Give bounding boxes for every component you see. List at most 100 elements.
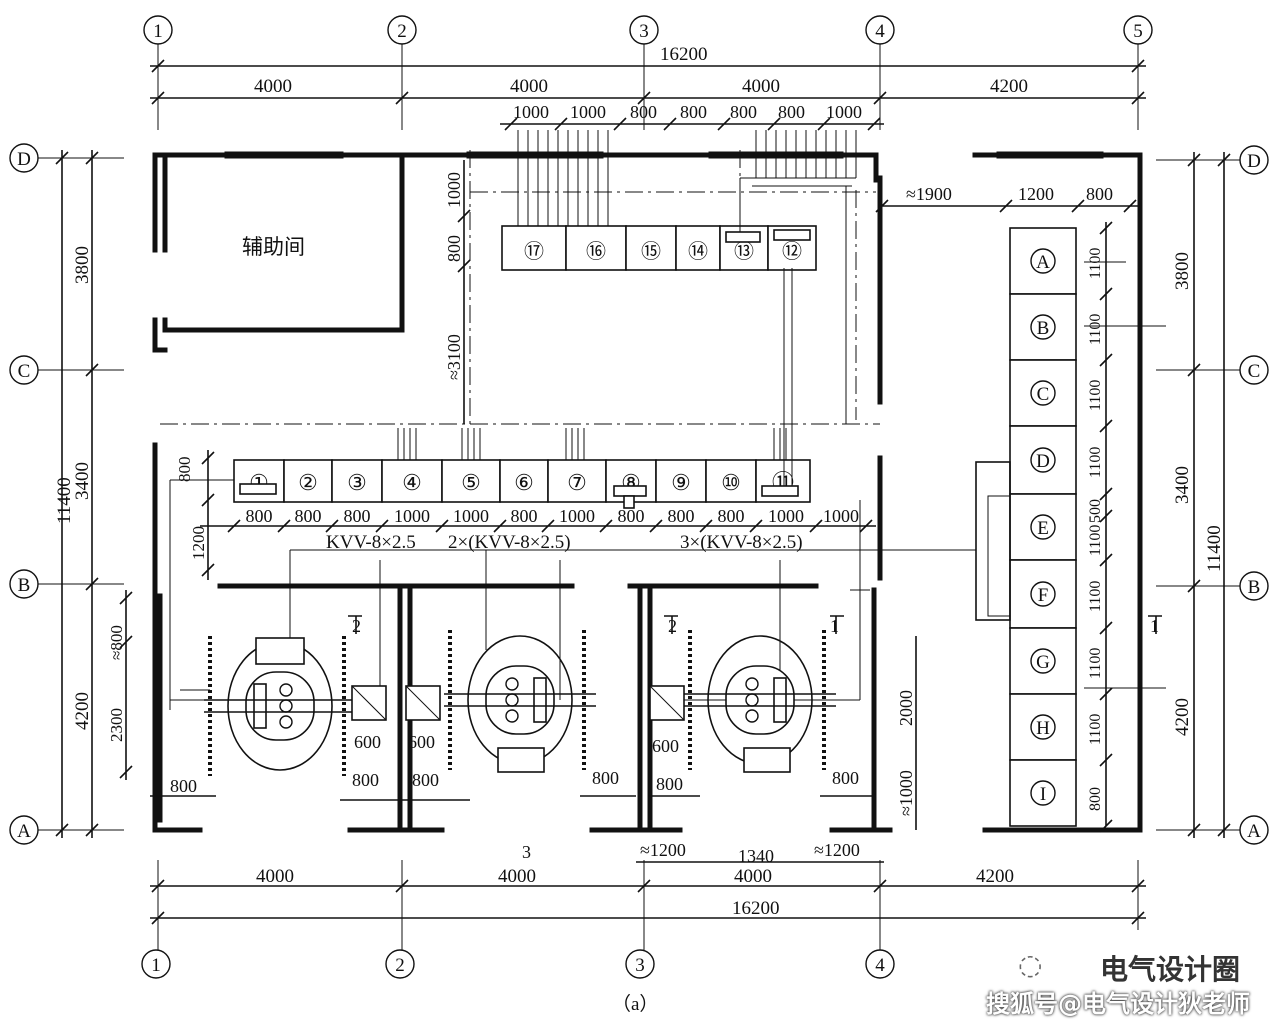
axis-top-label: 5 (1133, 21, 1143, 42)
hv-panel-label: E (1037, 518, 1049, 539)
dim-label: 600 (652, 736, 679, 756)
dim-label: 800 (656, 774, 683, 794)
lv-panel-label: ② (298, 470, 318, 495)
dim-label: 800 (592, 768, 619, 788)
axis-right-label: C (1248, 361, 1261, 382)
top-panel-label: ⑫ (782, 240, 802, 263)
dim-total-bottom: 16200 (732, 898, 780, 919)
axis-top-label: 3 (639, 21, 649, 42)
cable-labels: KVV-8×2.5 2×(KVV-8×2.5) 3×(KVV-8×2.5) (326, 532, 803, 553)
dim-label: ≈1200 (640, 840, 686, 860)
dim-segment: 4000 (742, 76, 780, 97)
hv-panel-marker (1030, 447, 1056, 473)
dim-transformer: 600 600 600 800 800 800 800 800 800 2000… (150, 636, 917, 830)
dim-label: 800 (832, 768, 859, 788)
dim-left-small: 1200 (189, 526, 208, 560)
lv-panel-label: ⑨ (671, 470, 691, 495)
cable-label: KVV-8×2.5 (326, 532, 416, 553)
top-panel (675, 225, 721, 271)
panel-width-label: 800 (344, 506, 371, 526)
dim-label: ≈1200 (814, 840, 860, 860)
axis-5-top-bubble (1123, 15, 1153, 45)
axis-right-label: B (1248, 577, 1261, 598)
lv-panel-label: ⑦ (567, 470, 587, 495)
dim-sub: 1000 (826, 102, 862, 122)
section-mark: 1 (1150, 616, 1159, 636)
dim-segment: 4200 (990, 76, 1028, 97)
cabinet-pitch-label: 1100 (1087, 525, 1104, 556)
dim-segment: 4000 (510, 76, 548, 97)
hv-panel-marker (1030, 648, 1056, 674)
dim-total-right: 11400 (1204, 525, 1225, 572)
lv-panel (441, 459, 501, 503)
cable-routes (160, 150, 976, 710)
top-panel-label: ⑮ (641, 240, 661, 263)
axis-left-label: B (18, 575, 31, 596)
dim-label: 1000 (444, 172, 464, 208)
axis-top-label: 4 (875, 21, 885, 42)
dim-right-seg: 3400 (1172, 466, 1193, 504)
lv-panel-label: ⑩ (721, 470, 741, 495)
axis-bottom-label: 3 (635, 955, 645, 976)
hv-panel-label: A (1036, 252, 1050, 273)
hv-panel-marker (1030, 514, 1056, 540)
section-marks: 2 2 1 1 3 (348, 615, 1162, 862)
dim-segment: 4000 (734, 866, 772, 887)
dim-left-seg: 4200 (72, 692, 93, 730)
panel-width-label: 800 (295, 506, 322, 526)
hv-panel-label: F (1038, 585, 1049, 606)
cabinet-pitch-label: 1100 (1087, 581, 1104, 612)
panel-width-label: 1000 (823, 506, 859, 526)
axis-right-label: A (1247, 821, 1261, 842)
panel-width-label: 1000 (768, 506, 804, 526)
cable-risers-top (517, 130, 857, 226)
cabinet-pitch-label: 1100 (1087, 314, 1104, 345)
axis-bottom-label: 1 (151, 955, 161, 976)
dim-label: 600 (354, 732, 381, 752)
hv-panel-label: B (1037, 318, 1050, 339)
axis-4-top-bubble (865, 15, 895, 45)
top-panel-label: ⑰ (524, 240, 544, 263)
watermark-title: 电气设计圈 (1099, 953, 1240, 986)
axis-markers-left: D C B A 11400 3800 3400 4200 ≈800 2300 8… (9, 143, 215, 845)
panel-width-label: 800 (246, 506, 273, 526)
cabinet-pitch-label: 1100 (1087, 714, 1104, 745)
axis-3-top-bubble (629, 15, 659, 45)
dim-sub: 800 (630, 102, 657, 122)
axis-bottom-label: 4 (875, 955, 885, 976)
axis-bottom-label: 2 (395, 955, 405, 976)
dim-sub: 800 (680, 102, 707, 122)
dim-segment: 4200 (976, 866, 1014, 887)
axis-top-label: 1 (153, 21, 163, 42)
dim-segment: 4000 (498, 866, 536, 887)
hv-panel-marker (1030, 314, 1056, 340)
section-mark: 3 (522, 842, 531, 862)
watermark-account: 搜狐号@电气设计狄老师 (986, 990, 1250, 1018)
wechat-icon: ◌ (1018, 948, 1043, 981)
axis-left-label: A (17, 821, 31, 842)
dim-left-small: ≈800 (107, 625, 126, 660)
top-panel-label: ⑯ (586, 240, 606, 263)
dim-left-seg: 3400 (72, 462, 93, 500)
lv-panel (233, 459, 285, 503)
panel-width-label: 1000 (559, 506, 595, 526)
dim-segment: 4000 (254, 76, 292, 97)
building-walls (152, 151, 1143, 833)
hv-panel-label: D (1036, 451, 1050, 472)
cabinet-pitch-label: 1100 (1087, 648, 1104, 679)
dim-vertical-middle: 1000 800 ≈3100 (444, 160, 471, 424)
cabinet-pitch-label: 800 (1087, 787, 1104, 811)
top-panel-label: ⑬ (734, 240, 754, 263)
axis-markers-right: D C B A 11400 3800 3400 4200 11001100110… (875, 145, 1269, 845)
transformer (204, 636, 356, 776)
dim-left-small: 800 (175, 457, 194, 483)
lv-panel-label: ⑥ (514, 470, 534, 495)
room-label: 辅助间 (242, 235, 305, 259)
axis-left-label: C (18, 361, 31, 382)
cabinet-pitch-label: 1100 (1087, 380, 1104, 411)
lv-panel (499, 459, 549, 503)
section-mark: 1 (830, 616, 839, 636)
